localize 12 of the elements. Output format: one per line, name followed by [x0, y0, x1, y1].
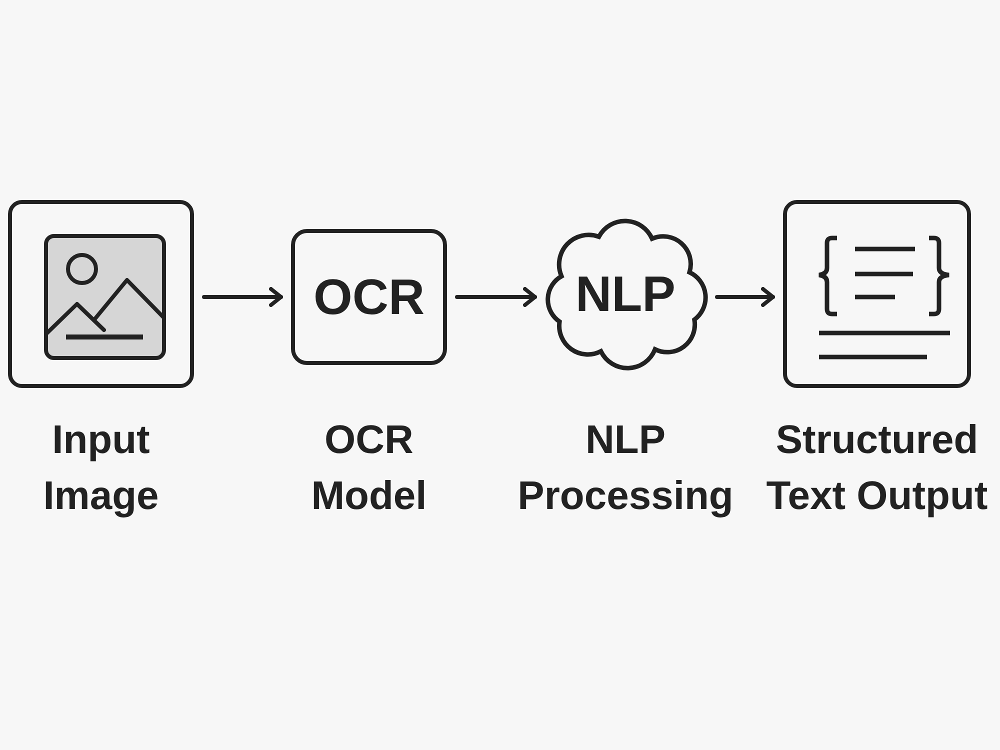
arrow [202, 287, 283, 307]
process-box [783, 200, 971, 388]
node-caption: Input Image [42, 417, 160, 520]
process-box [291, 229, 447, 365]
node-label: OCR [313, 272, 425, 322]
arrow [455, 287, 537, 307]
node-caption: OCR Model [310, 417, 428, 520]
process-box [8, 200, 194, 388]
node-caption: NLP Processing [516, 417, 734, 520]
node-label: NLP [576, 269, 676, 319]
node-caption: Structured Text Output [765, 417, 989, 520]
arrow [715, 287, 775, 307]
